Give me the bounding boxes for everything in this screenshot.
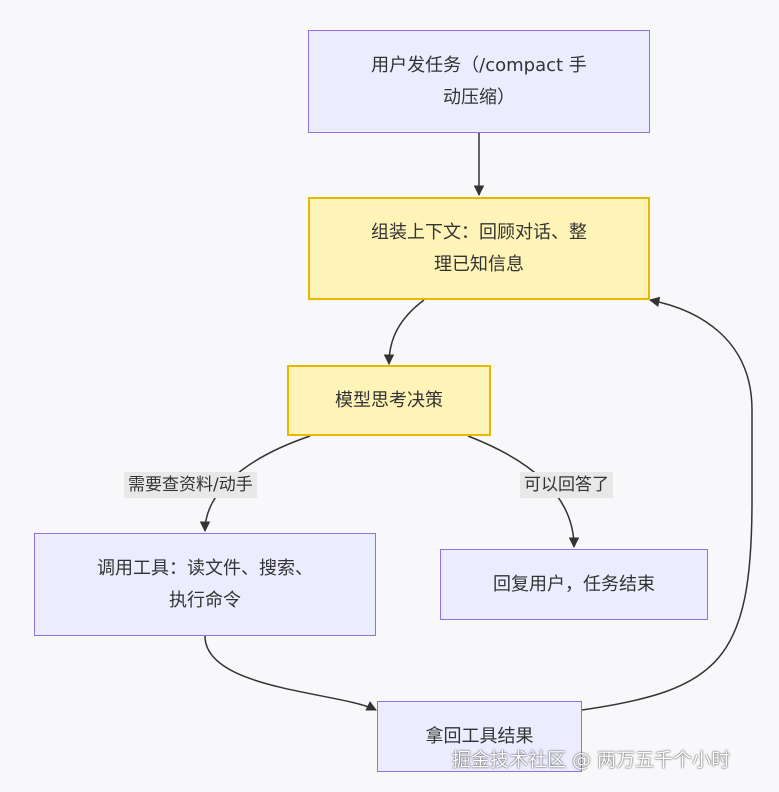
edge-label-need-data: 需要查资料/动手: [124, 472, 257, 498]
edge-context-to-model: [383, 299, 425, 366]
node-model-decide-label: 模型思考决策: [335, 389, 443, 411]
node-assemble-context: 组装上下文：回顾对话、整 理已知信息: [308, 197, 650, 300]
node-user-task: 用户发任务（/compact 手 动压缩）: [308, 30, 650, 133]
node-assemble-context-line1: 组装上下文：回顾对话、整: [371, 221, 587, 243]
edge-result-to-context: [581, 296, 753, 711]
node-call-tool: 调用工具：读文件、搜索、 执行命令: [34, 533, 376, 636]
node-user-task-line2: 动压缩）: [442, 86, 515, 108]
node-model-decide: 模型思考决策: [287, 365, 491, 436]
watermark: 掘金技术社区 @ 两万五千个小时: [452, 749, 731, 771]
node-call-tool-line1: 调用工具：读文件、搜索、: [97, 557, 313, 579]
node-user-task-line1: 用户发任务（/compact 手: [371, 54, 587, 76]
edge-tool-to-result: [204, 635, 377, 711]
node-reply-user-label: 回复用户，任务结束: [493, 573, 655, 595]
node-tool-result-label: 拿回工具结果: [425, 725, 534, 747]
node-assemble-context-line2: 理已知信息: [434, 253, 524, 275]
edge-label-can-answer: 可以回答了: [520, 472, 613, 498]
node-call-tool-line2: 执行命令: [169, 589, 241, 611]
node-tool-result: 拿回工具结果: [377, 701, 582, 772]
node-reply-user: 回复用户，任务结束: [440, 549, 708, 620]
